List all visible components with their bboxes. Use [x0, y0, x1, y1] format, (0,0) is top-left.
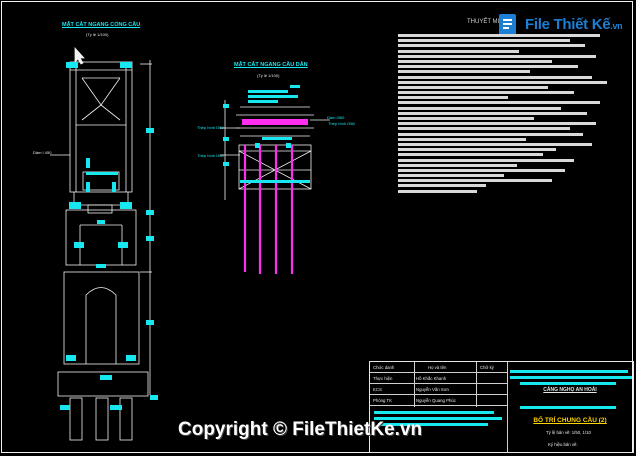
general-notes — [398, 34, 618, 195]
mid-view-scale: (Tỷ lệ 1/100) — [257, 73, 280, 78]
mid-view-label-4: Thép hình I360 — [328, 121, 355, 126]
pier-cap — [65, 209, 137, 266]
notes-heading: THUYẾT MI — [467, 19, 500, 25]
header-signature: Chữ ký — [480, 365, 494, 370]
pier-body — [63, 271, 140, 365]
drawing-code: Ký hiệu bản vẽ: — [548, 442, 578, 447]
left-view-scale: (Tỷ lệ 1/100) — [86, 32, 109, 37]
tower-frame — [69, 61, 133, 193]
mid-view-label-2: Thép hình I360 — [197, 153, 224, 158]
company-name: CẢNG NGHỌ AN HOẢI — [543, 387, 597, 393]
mid-view-label-1: Thép hình I360 — [197, 125, 224, 130]
deck-slab — [242, 119, 308, 125]
drawing-title: BỐ TRÍ CHUNG CẦU (2) — [533, 417, 607, 424]
piles — [243, 145, 294, 274]
filethietke-logo: File Thiết Kế.vn — [495, 12, 635, 40]
header-role: Chức danh — [373, 365, 395, 370]
logo-text: File Thiết Kế.vn — [525, 16, 623, 33]
left-view-dim-label: Dầm I 450 — [33, 150, 52, 155]
mid-view-label-3: Dầm I360 — [327, 115, 345, 120]
mid-view-title: MẶT CẮT NGANG CẦU DẪN — [234, 62, 308, 68]
copyright-watermark: Copyright © FileThietKe.vn — [178, 419, 423, 440]
pile-cap — [57, 371, 149, 397]
left-view-title: MẶT CẮT NGANG CỔNG CẦU — [62, 22, 141, 28]
cyan-markers — [60, 62, 158, 410]
drawing-scale: Tỷ lệ bản vẽ: 1/50, 1/10 — [546, 430, 591, 435]
logo-document-icon — [499, 14, 516, 36]
header-name: Họ và tên — [428, 365, 447, 370]
